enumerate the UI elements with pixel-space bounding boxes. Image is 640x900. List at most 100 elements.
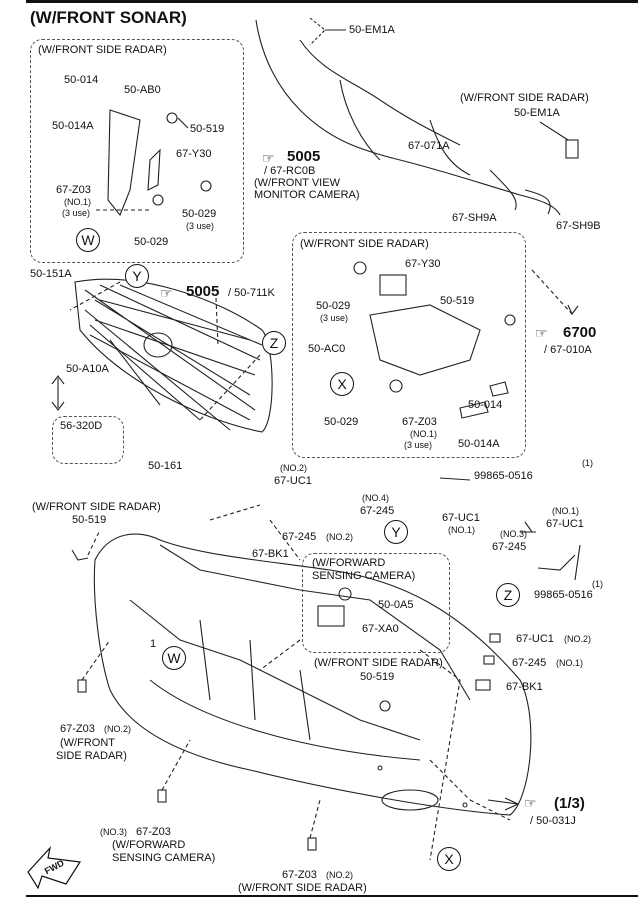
callout-W: W [76,228,100,252]
part-label: 50-519 [190,123,225,135]
callout-X-2: X [437,847,461,871]
part-label: 50-014 [468,399,503,411]
part-label: (NO.1) [556,658,583,668]
part-label: 67-UC1 [546,518,584,530]
part-label: 50-519 [72,514,107,526]
group-label-side-radar-mid: (W/FRONT SIDE RADAR) [300,238,429,250]
part-label: (3 use) [404,440,433,450]
part-label: 50-A10A [66,363,109,375]
part-label: (NO.1) [410,429,437,439]
part-label: 50-161 [148,460,183,472]
page-title: (W/FRONT SONAR) [30,8,187,27]
part-label: MONITOR CAMERA) [254,189,360,201]
part-label: 50-EM1A [514,107,560,119]
callout-Y: Y [125,264,149,288]
group-label-side-radar-lower-mid: (W/FRONT SIDE RADAR) [314,657,443,669]
part-label: (NO.2) [104,724,131,734]
part-label: 50-519 [440,295,475,307]
part-label: / 67-010A [544,344,592,356]
part-label: 67-071A [408,140,450,152]
part-label: (NO.2) [326,532,353,542]
part-label: 67-XA0 [362,623,399,635]
part-label: 50-EM1A [349,24,395,36]
part-label: (NO.1) [448,525,475,535]
callout-W-2: W [162,646,186,670]
part-label: (NO.3) [500,529,527,539]
part-label: 99865-0516 [474,470,533,482]
bottom-rule [26,895,638,897]
callout-Z-2: Z [496,583,520,607]
part-label: 50-AB0 [124,84,161,96]
bumper-drawing [93,533,532,816]
part-label: 50-014 [64,74,99,86]
part-label: 50-014A [52,120,94,132]
part-label: (3 use) [320,313,349,323]
part-label: / 50-711K [228,287,275,299]
part-label: (NO.1) [64,197,91,207]
part-label: (NO.3) [100,827,127,837]
top-rule [26,0,638,3]
part-label: 50-029 [316,300,351,312]
part-label: 5005 [287,148,321,165]
part-label: 50-029 [324,416,359,428]
part-label: (NO.1) [552,506,579,516]
part-label: 50-519 [360,671,395,683]
group-label-side-radar-right: (W/FRONT SIDE RADAR) [460,92,589,104]
part-label: (NO.4) [362,493,389,503]
part-label: 67-Y30 [176,148,212,160]
callout-X: X [330,372,354,396]
part-label: 67-Z03 [56,184,91,196]
group-label-forward-camera-2: SENSING CAMERA) [312,570,416,582]
part-label: SENSING CAMERA) [112,852,216,864]
part-label: 50-029 [134,236,169,248]
part-label: / 67-RC0B [264,165,316,177]
part-label: 67-SH9A [452,212,497,224]
part-label: 67-Z03 [60,723,95,735]
callout-Y-2: Y [384,520,408,544]
part-label: (W/FRONT [60,737,115,749]
hand-pointer-icon: ☞ [524,795,537,811]
part-label: 50-014A [458,438,500,450]
fwd-arrow-icon [27,846,82,890]
group-box-forward-camera [302,553,450,653]
part-label: (NO.2) [326,870,353,880]
part-label: 67-BK1 [506,681,543,693]
hand-pointer-icon: ☞ [160,285,173,301]
part-label: 67-UC1 [442,512,480,524]
part-label: 50-AC0 [308,343,346,355]
group-box-56320D [52,416,124,464]
part-label: (3 use) [62,208,91,218]
grille-drawing [74,278,273,433]
part-label: 50-151A [30,268,72,280]
part-label: 67-Z03 [402,416,437,428]
callout-Z: Z [262,331,286,355]
part-label: (1/3) [554,795,585,812]
part-label: 50-0A5 [378,599,414,611]
part-label: 99865-0516 [534,589,593,601]
part-label: (W/FRONT SIDE RADAR) [238,882,367,894]
hand-pointer-icon: ☞ [262,150,275,166]
part-label: SIDE RADAR) [56,750,127,762]
part-label: (1) [582,458,593,468]
part-label: 1 [150,638,157,650]
part-label: 67-UC1 [516,633,554,645]
part-label: 67-SH9B [556,220,601,232]
part-label: 67-Y30 [405,258,441,270]
group-box-side-radar-mid [292,232,526,458]
group-label-side-radar-lower-left: (W/FRONT SIDE RADAR) [32,501,161,513]
group-label-side-radar-top: (W/FRONT SIDE RADAR) [38,44,167,56]
part-label: (W/FRONT VIEW [254,177,340,189]
wire-harness-drawing [255,19,561,216]
part-label: 67-Z03 [282,869,317,881]
part-label: 56-320D [60,420,103,432]
part-label: 50-029 [182,208,217,220]
part-label: (1) [592,579,603,589]
group-box-side-radar-top [30,39,244,263]
part-label: (NO.2) [280,463,307,473]
part-label: 67-245 [282,531,317,543]
part-label: 67-UC1 [274,475,312,487]
part-label: 67-BK1 [252,548,289,560]
part-label: 67-245 [492,541,527,553]
part-label: (3 use) [186,221,215,231]
